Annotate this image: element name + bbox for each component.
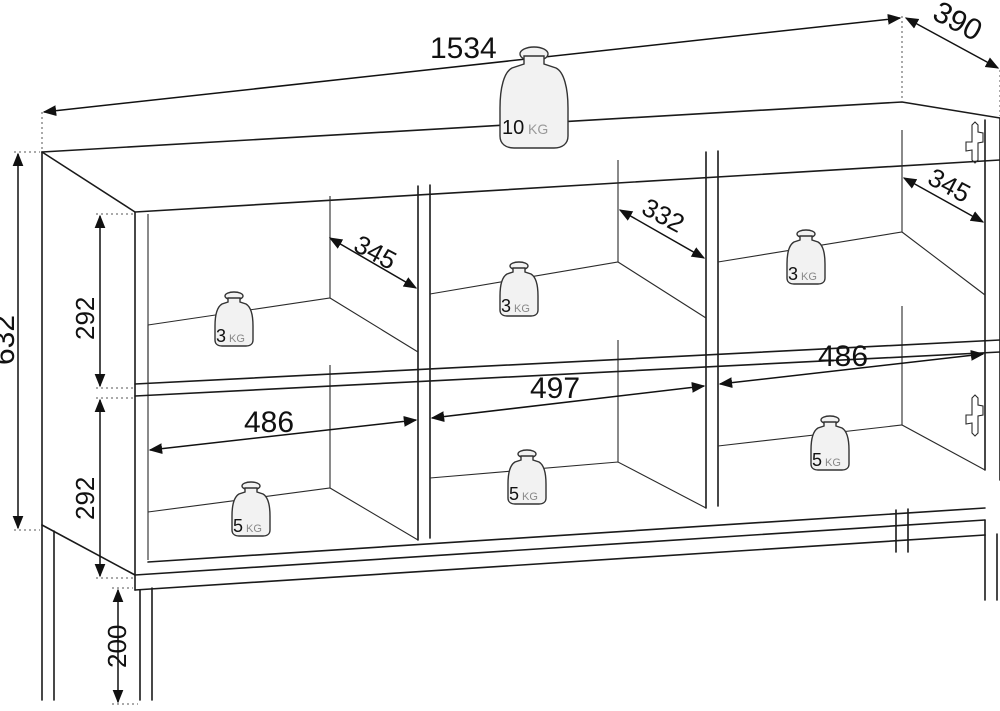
width-middle-label: 497 [530, 372, 580, 405]
weight-icon-top: 10 KG [499, 46, 569, 149]
weight-icon-right-upper: 3 KG [786, 229, 826, 285]
weight-left-lower-value: 5 [233, 516, 243, 536]
dimension-width-right: 486 [718, 340, 985, 388]
dimension-depth-middle: 332 [618, 192, 706, 259]
hinge-lower-icon [965, 394, 984, 437]
weight-left-upper-value: 3 [216, 326, 226, 346]
weight-icon-middle-upper: 3 KG [499, 261, 539, 317]
width-left-label: 486 [244, 406, 294, 439]
width-label: 1534 [430, 32, 497, 65]
weight-icon-left-upper: 3 KG [214, 291, 254, 347]
weight-right-lower-value: 5 [812, 450, 822, 470]
weight-right-upper-value: 3 [788, 264, 798, 284]
weight-icon-right-lower: 5 KG [810, 415, 850, 471]
dimension-width-left: 486 [148, 406, 418, 455]
dimension-width-middle: 497 [430, 372, 706, 422]
depth-label: 390 [928, 0, 988, 48]
sideboard-body [41, 101, 1000, 701]
weight-left-lower-unit: KG [246, 523, 262, 535]
leg-height-label: 200 [102, 625, 132, 668]
depth-left-label: 345 [349, 229, 401, 276]
weight-icon-left-lower: 5 KG [231, 481, 271, 537]
width-right-label: 486 [818, 340, 868, 373]
depth-right-label: 345 [923, 162, 975, 209]
lower-compartment-label: 292 [70, 477, 100, 520]
weight-middle-lower-value: 5 [509, 484, 519, 504]
dimension-upper-compartment: 292 [70, 213, 133, 389]
upper-compartment-label: 292 [70, 297, 100, 340]
dimension-width: 1534 [41, 13, 903, 150]
dimension-depth: 390 [904, 0, 1000, 116]
height-label: 632 [0, 315, 21, 365]
depth-middle-label: 332 [637, 192, 689, 239]
weight-top-unit: KG [528, 121, 548, 137]
dimension-lower-compartment: 292 [70, 397, 133, 579]
dimension-leg-height: 200 [102, 587, 138, 705]
weight-middle-upper-value: 3 [501, 296, 511, 316]
weight-middle-upper-unit: KG [514, 303, 530, 315]
dimension-depth-left: 345 [328, 229, 418, 289]
weight-middle-lower-unit: KG [522, 491, 538, 503]
dimension-depth-right: 345 [902, 162, 985, 223]
weight-icon-middle-lower: 5 KG [507, 449, 547, 505]
weight-right-upper-unit: KG [801, 271, 817, 283]
weight-right-lower-unit: KG [825, 457, 841, 469]
weight-top-value: 10 [502, 117, 524, 139]
dimension-height: 632 [0, 151, 40, 531]
weight-left-upper-unit: KG [229, 333, 245, 345]
hinge-upper-icon [965, 121, 984, 164]
